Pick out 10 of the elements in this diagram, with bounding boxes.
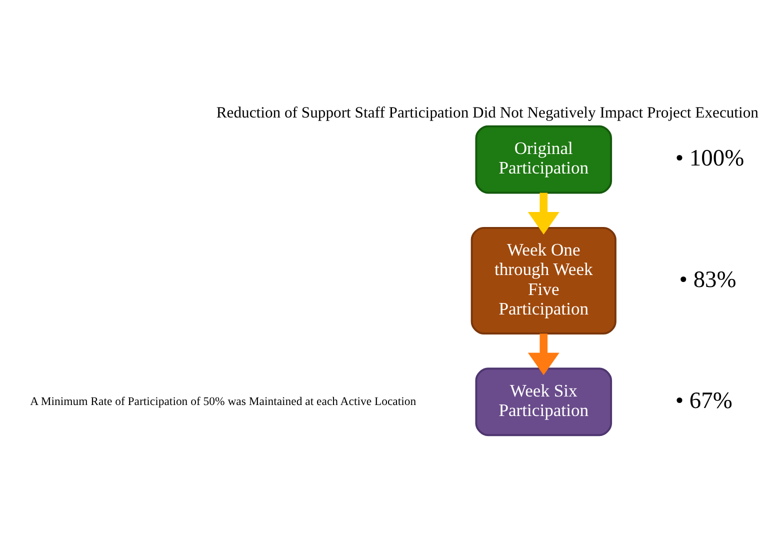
node-box: Week Six Participation	[475, 368, 612, 436]
node-label: • 83%	[679, 266, 736, 293]
arrow	[528, 334, 560, 376]
label: A Minimum Rate of Participation of 50% was Maintained at each Active Location	[30, 394, 416, 408]
node-box: Original Participation	[475, 125, 612, 194]
node-box: Week One through Week Five Participation	[470, 226, 616, 334]
node-label: • 67%	[675, 388, 732, 414]
arrow	[528, 192, 560, 234]
diagram-title: Reduction of Support Staff Participation Did Not Negatively Impact Project Execution	[216, 104, 759, 122]
node-label: • 100%	[675, 146, 744, 172]
